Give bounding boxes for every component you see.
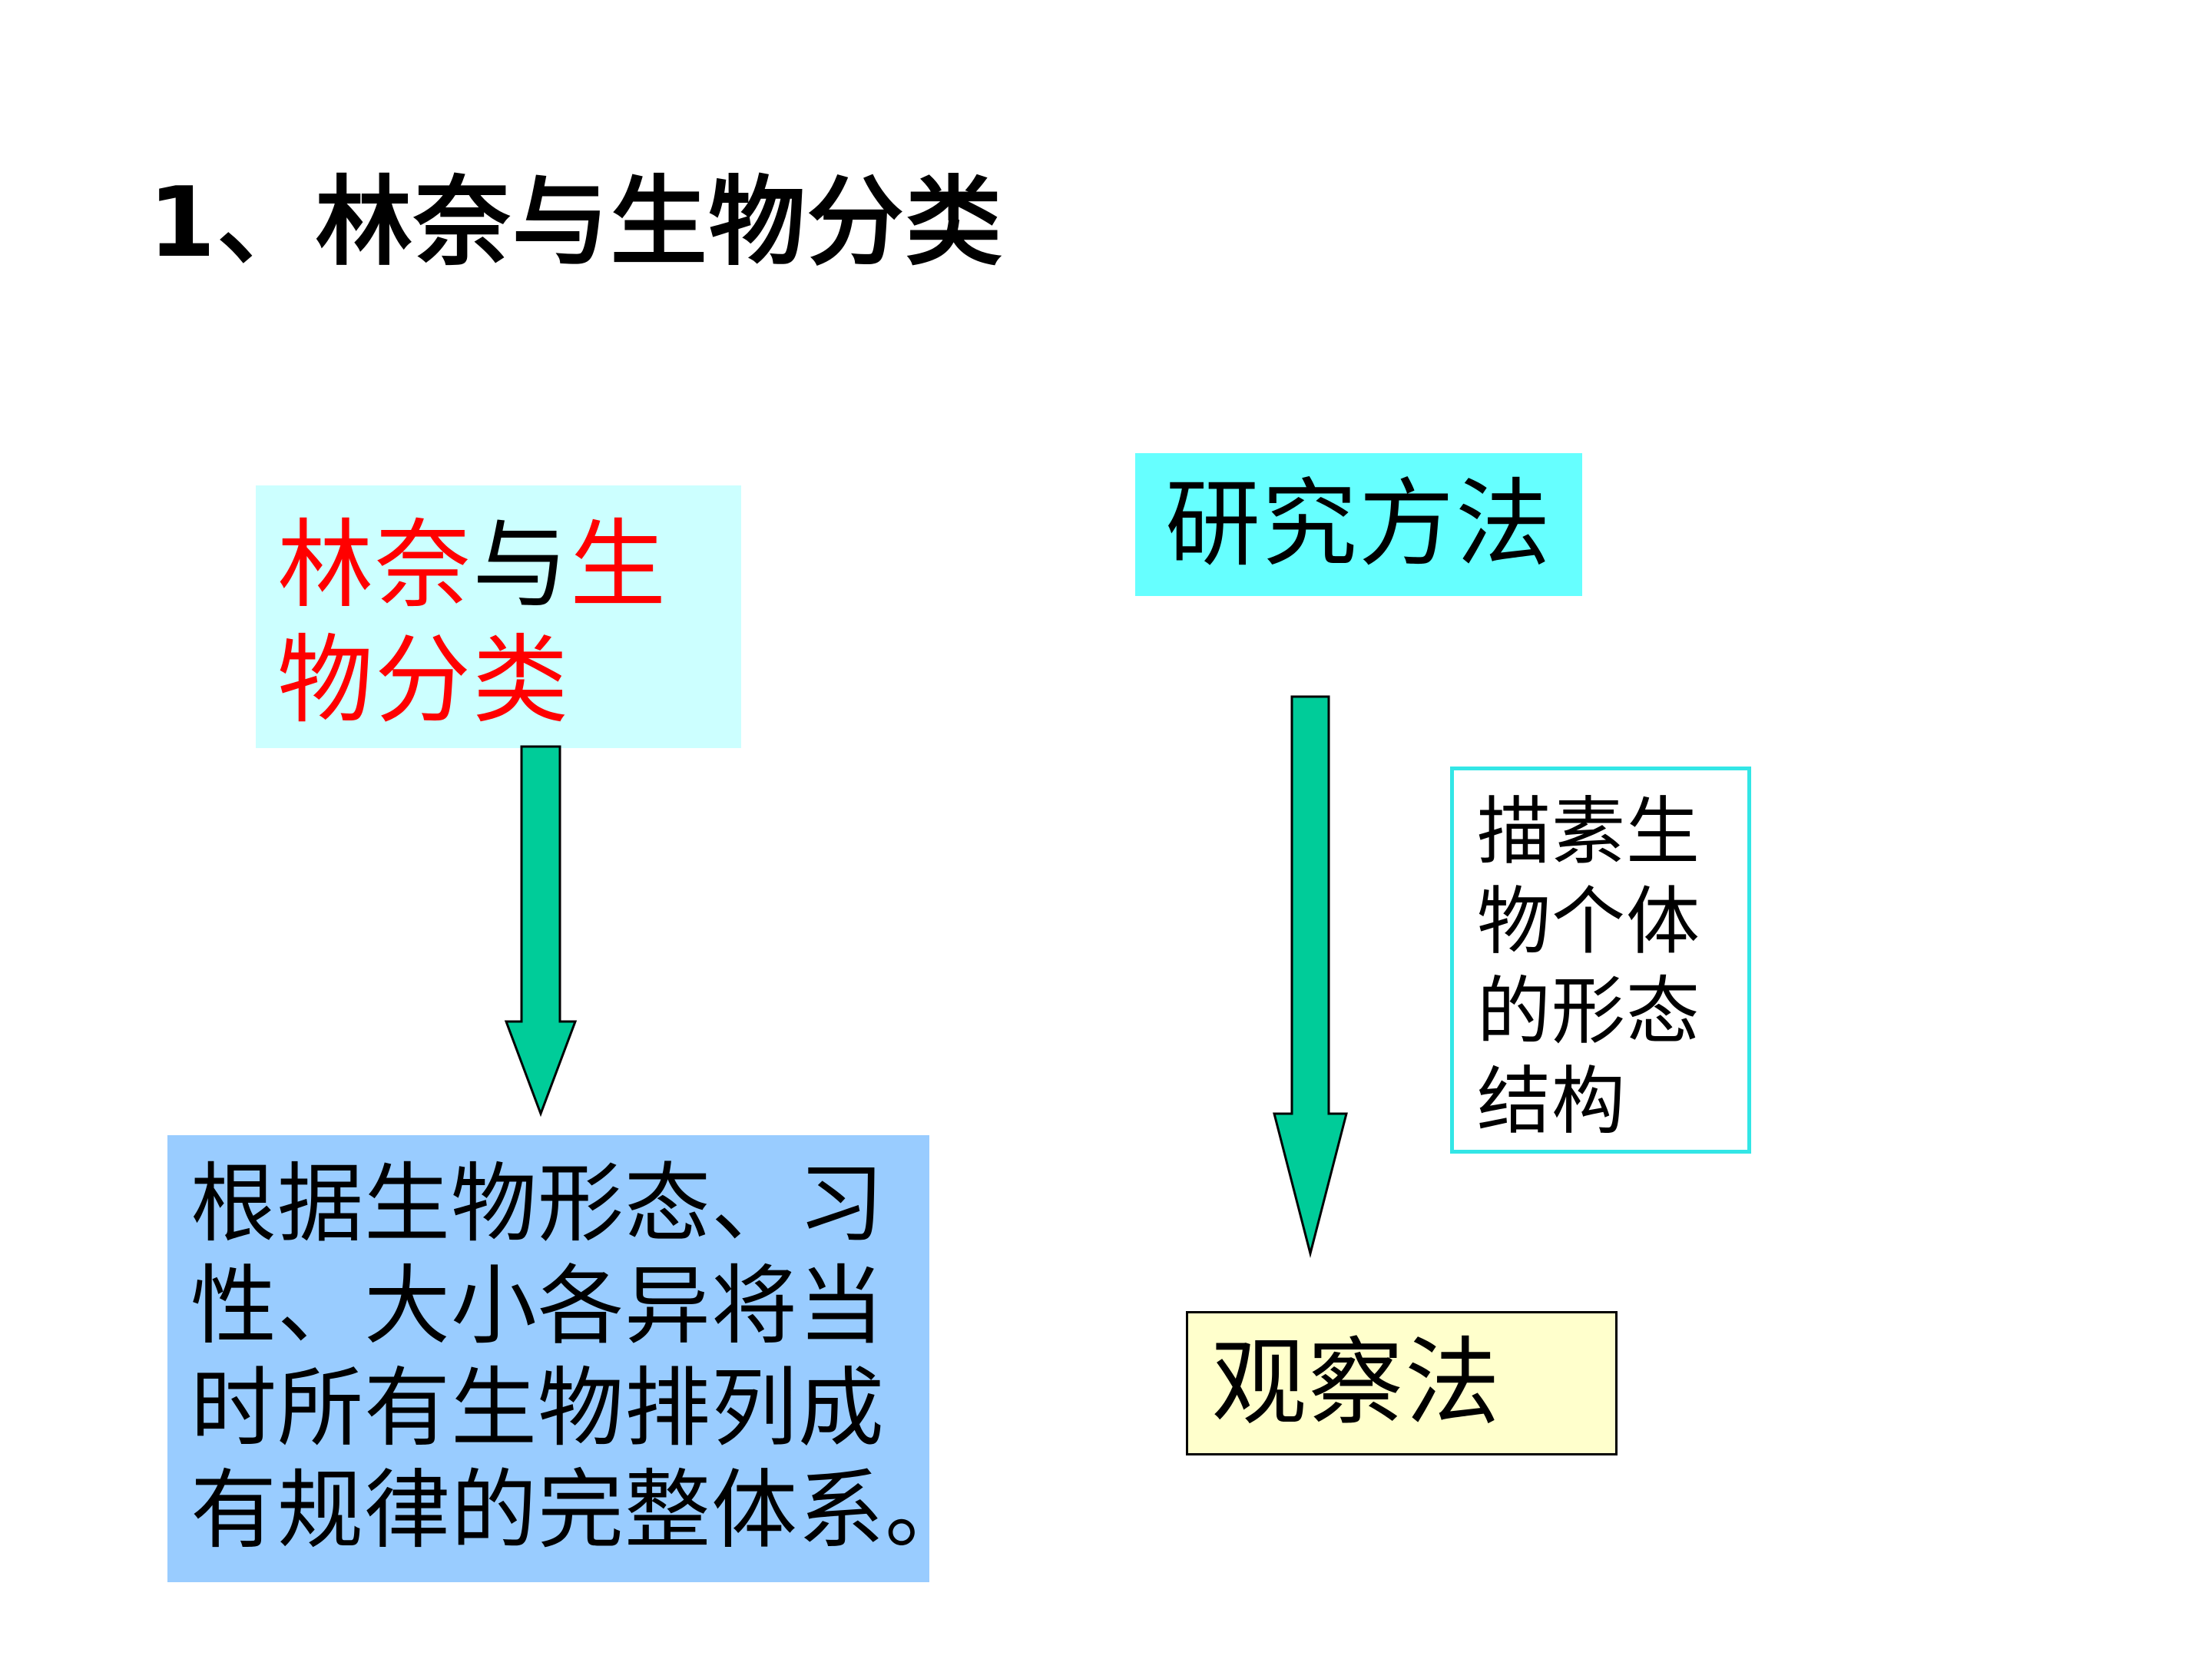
description-line: 结构	[1477, 1058, 1626, 1144]
result-line: 性、大小各异将当	[190, 1257, 885, 1356]
linnaeus-line-2: 物分类	[277, 625, 570, 737]
slide-title: 1、林奈与生物分类	[148, 166, 1004, 279]
description-box: 描素生 物个体 的形态 结构	[1450, 767, 1751, 1154]
linnaeus-name: 林奈	[277, 510, 472, 621]
result-line: 有规律的完整体系。	[190, 1461, 972, 1561]
down-arrow-right	[1273, 695, 1348, 1258]
down-arrow-left	[504, 745, 578, 1118]
method-box: 研究方法	[1135, 453, 1582, 596]
observation-box: 观察法	[1186, 1311, 1618, 1455]
description-line: 的形态	[1477, 969, 1700, 1055]
description-line: 描素生	[1477, 789, 1700, 875]
linnaeus-topic-start: 生	[570, 510, 667, 621]
linnaeus-box: 林奈与生 物分类	[256, 485, 741, 748]
linnaeus-connector: 与	[472, 510, 570, 621]
result-box: 根据生物形态、习 性、大小各异将当 时所有生物排列成 有规律的完整体系。	[167, 1135, 972, 1582]
result-line: 时所有生物排列成	[190, 1359, 885, 1459]
description-line: 物个体	[1477, 879, 1700, 965]
linnaeus-line-1: 林奈与生	[277, 508, 741, 624]
result-line: 根据生物形态、习	[190, 1154, 885, 1254]
